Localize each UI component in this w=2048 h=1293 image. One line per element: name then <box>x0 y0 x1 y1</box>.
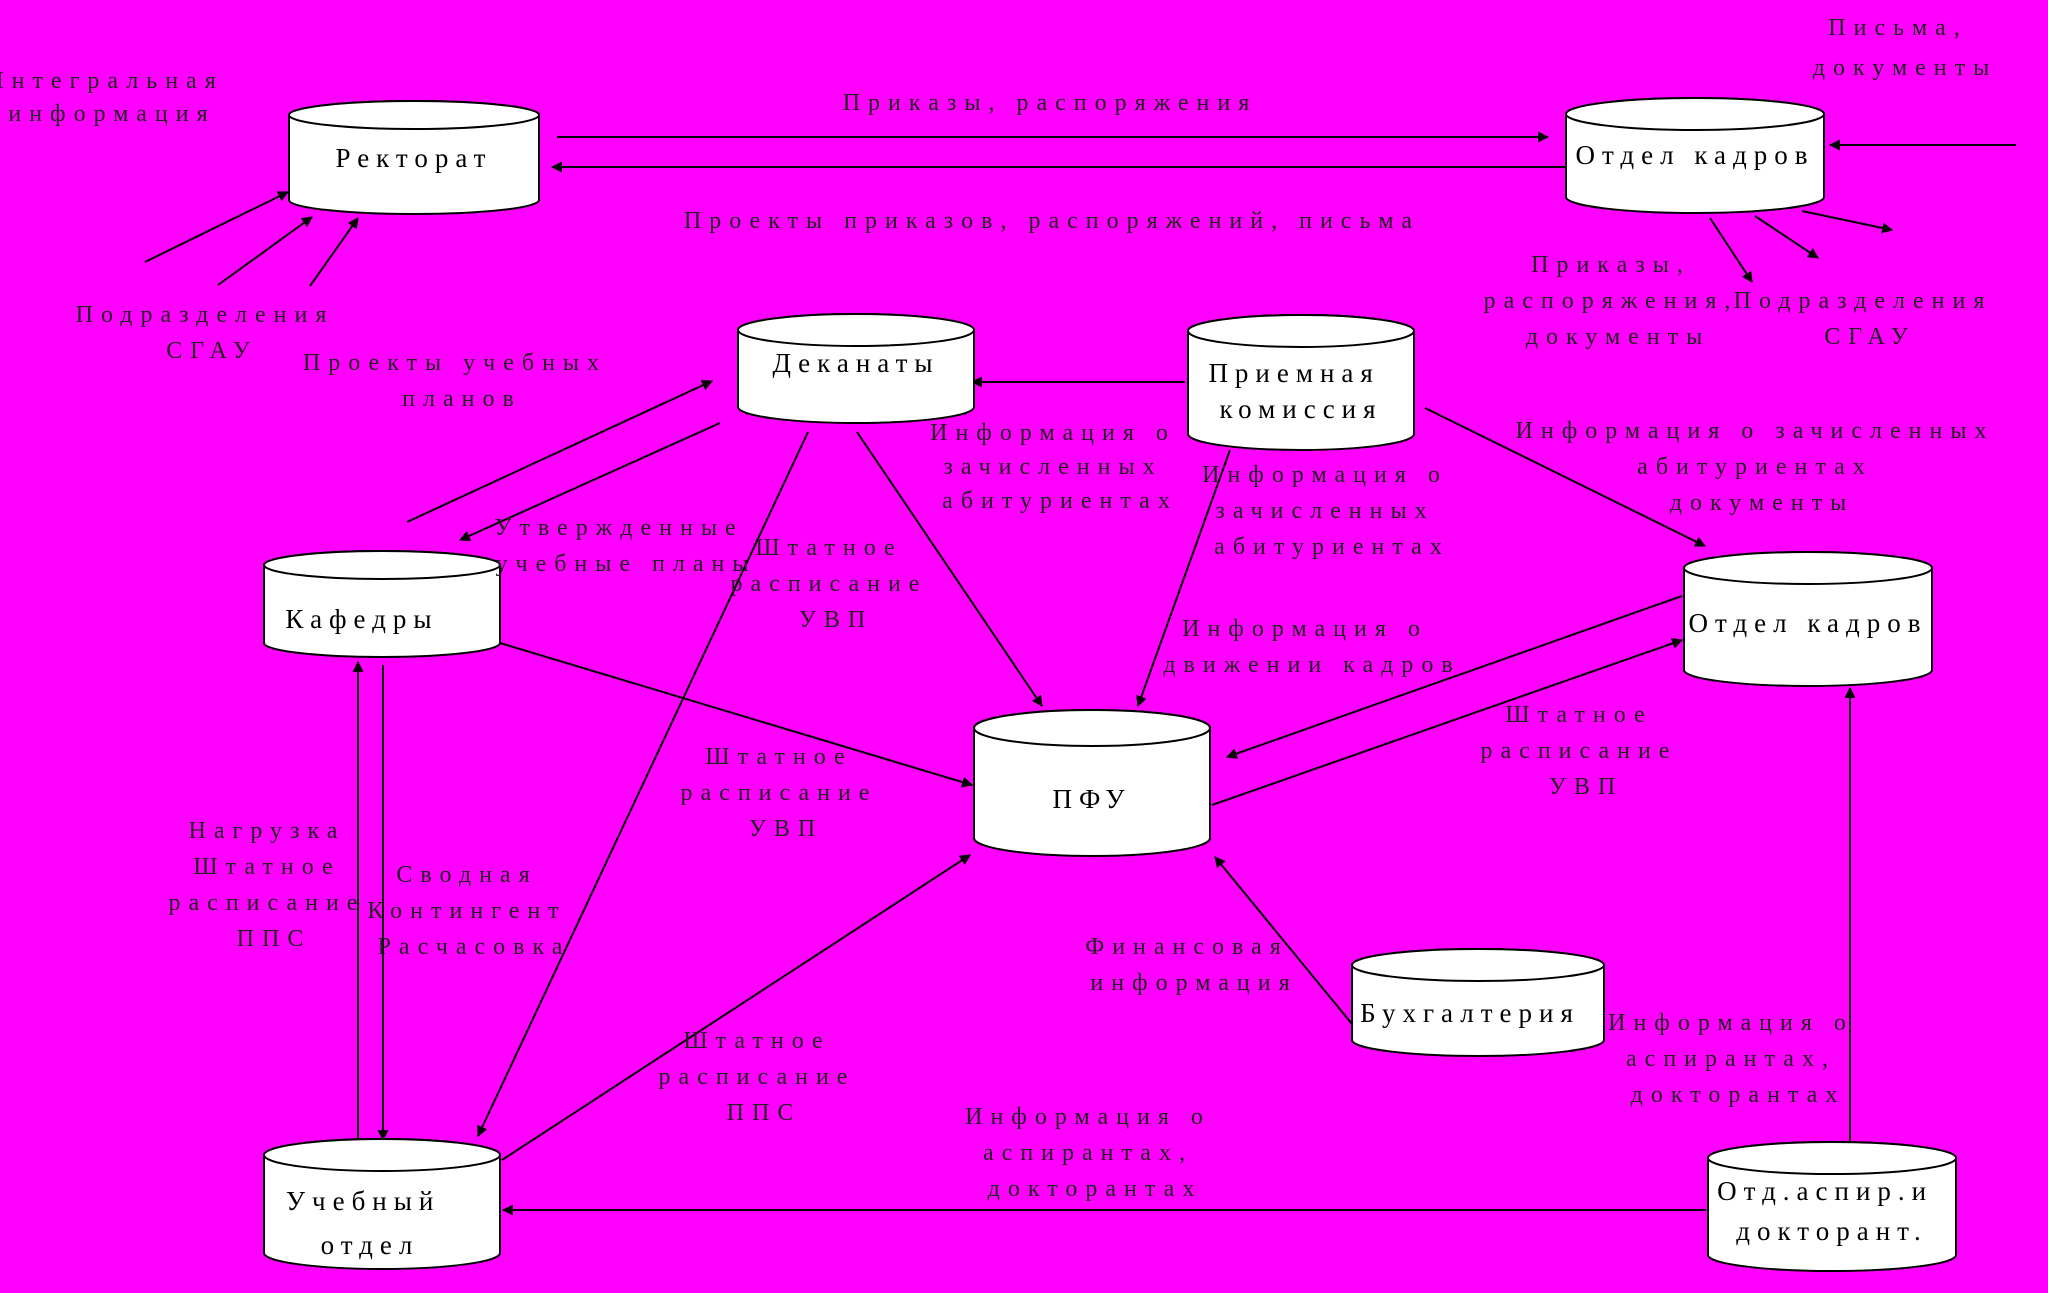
edge-label-proekty-uchebnyh: Проекты учебных планов <box>303 350 621 412</box>
node-pfu[interactable]: ПФУ <box>973 709 1211 857</box>
edge-label-pisma: Письма, документы <box>1813 15 1998 81</box>
edge-label-podrazdeleniya-left: Подразделения СГАУ <box>76 302 349 364</box>
node-label-line: Ректорат <box>336 143 493 173</box>
node-label-line: Деканаты <box>772 348 939 378</box>
edge-dekanaty-to-kafedry <box>458 422 721 541</box>
edge-label-info-zachisl-2: Информация о зачисленных абитуриентах <box>1202 462 1462 560</box>
edge-label-info-dvizhenii: Информация о движении кадров <box>1163 616 1460 678</box>
node-label: Кафедры <box>285 604 438 634</box>
edge-kadry-to-subdiv-1 <box>1709 217 1753 283</box>
node-kafedry[interactable]: Кафедры <box>263 550 501 658</box>
node-uchebny-otdel[interactable]: Учебный отдел <box>263 1138 501 1270</box>
edge-label-info-aspirantah-2: Информация о аспирантах, докторантах <box>1608 1010 1868 1108</box>
edge-label-proekty-prikazov: Проекты приказов, распоряжений, письма <box>684 208 1420 234</box>
edge-kadry-to-subdiv-3 <box>1801 210 1894 234</box>
edge-dekanaty-to-pfu <box>856 431 1043 707</box>
edge-label-svodnye: Сводная Контингент Расчасовка <box>367 862 580 960</box>
node-label: ПФУ <box>1053 784 1132 814</box>
node-label-line: Отдел кадров <box>1575 140 1814 170</box>
edge-label-utverzhdennye: Утвержденные учебные планы <box>494 515 757 577</box>
edge-label-integral-info: Интегральная информация <box>0 68 238 127</box>
node-label-line: докторант. <box>1736 1216 1927 1246</box>
edge-subdiv-to-rektorat-1 <box>144 191 289 263</box>
edge-priemnaya-to-kadry-right <box>1424 407 1706 547</box>
edge-dekanaty-to-uchebny <box>477 431 809 1137</box>
edge-label-info-zachisl-1: Информация о зачисленных абитуриентах <box>930 420 1190 514</box>
node-label: Приемная комиссия <box>1208 358 1393 424</box>
edge-label-fin-info: Финансовая информация <box>1085 934 1303 996</box>
node-label: Бухгалтерия <box>1360 998 1580 1028</box>
node-otdel-kadrov-right[interactable]: Отдел кадров <box>1683 551 1933 687</box>
edge-label-info-aspirantah-1: Информация о аспирантах, докторантах <box>965 1104 1225 1202</box>
edge-label-info-zachisl-3: Информация о зачисленных абитуриентах до… <box>1516 418 2009 516</box>
node-label-line: Отдел кадров <box>1688 608 1927 638</box>
node-label-line: Бухгалтерия <box>1360 998 1580 1028</box>
node-label-line: Учебный <box>286 1186 440 1216</box>
edge-label-shtatnoe-uvp-2: Штатное расписание УВП <box>1481 702 1692 800</box>
node-label-line: отдел <box>321 1230 420 1260</box>
node-label-line: Кафедры <box>285 604 438 634</box>
node-label-line: ПФУ <box>1053 784 1132 814</box>
edge-label-shtatnoe-pps: Штатное расписание ППС <box>659 1028 870 1126</box>
edge-buhgalteriya-to-pfu <box>1214 856 1353 1025</box>
node-label: Отдел кадров <box>1688 608 1927 638</box>
node-otd-aspir-doktorant[interactable]: Отд.аспир.и докторант. <box>1707 1141 1957 1272</box>
nodes: Ректорат Отдел кадров Деканаты Приемная … <box>263 97 1957 1272</box>
node-label: Отдел кадров <box>1575 140 1814 170</box>
node-otdel-kadrov-top[interactable]: Отдел кадров <box>1565 97 1825 214</box>
edge-label-prikazy: Приказы, распоряжения <box>843 90 1258 116</box>
node-dekanaty[interactable]: Деканаты <box>737 313 975 424</box>
edge-label-shtatnoe-uvp-3: Штатное расписание УВП <box>681 744 892 842</box>
edge-subdiv-to-rektorat-3 <box>309 217 359 287</box>
edge-uchebny-to-pfu <box>501 854 971 1161</box>
edge-kadry-right-to-pfu <box>1225 595 1683 759</box>
edge-labels: Интегральная информация Приказы, распоря… <box>0 15 2009 1202</box>
edge-label-prikazy-dokumenty: Приказы, распоряжения, документы <box>1484 252 1753 350</box>
edge-kafedry-to-dekanaty <box>406 380 713 523</box>
edges <box>144 131 2016 1216</box>
edge-pfu-to-kadry-right <box>1211 638 1684 806</box>
node-rektorat[interactable]: Ректорат <box>288 100 540 215</box>
edge-kafedry-to-pfu <box>499 642 974 788</box>
node-label: Отд.аспир.и докторант. <box>1717 1176 1947 1246</box>
node-priemnaya-komissiya[interactable]: Приемная комиссия <box>1187 314 1415 451</box>
node-buhgalteriya[interactable]: Бухгалтерия <box>1351 948 1605 1057</box>
node-label: Деканаты <box>772 348 939 378</box>
edge-label-shtatnoe-uvp-1: Штатное расписание УВП <box>731 535 942 633</box>
edge-subdiv-to-rektorat-2 <box>217 216 313 286</box>
edge-label-nagruzka-pps: Нагрузка Штатное расписание ППС <box>169 818 380 952</box>
node-label: Учебный отдел <box>286 1186 454 1260</box>
node-label: Ректорат <box>336 143 493 173</box>
node-label-line: Приемная <box>1208 358 1379 388</box>
node-label-line: комиссия <box>1219 394 1382 424</box>
edge-priemnaya-to-pfu <box>1136 449 1231 708</box>
edge-label-podrazdeleniya-right: Подразделения СГАУ <box>1734 288 2007 350</box>
edge-kadry-to-subdiv-2 <box>1754 215 1819 259</box>
node-label-line: Отд.аспир.и <box>1717 1176 1933 1206</box>
